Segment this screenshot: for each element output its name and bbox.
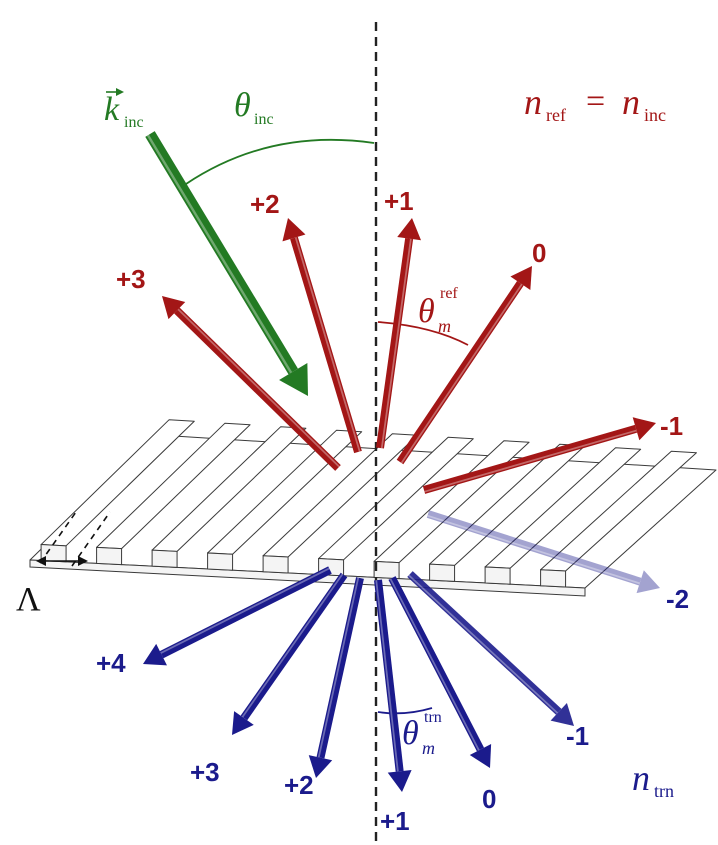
transmitted-order-label: -2 [666,584,689,614]
reflected-order-label: +3 [116,264,146,294]
reflected-order-arrow [282,218,362,454]
reflected-order-label: +2 [250,189,280,219]
transmitted-order-label: -1 [566,721,589,751]
reflected-order-label: -1 [660,411,683,441]
grating-ridge-face [151,549,178,568]
transmitted-theta-sub: m [422,738,435,758]
incident-wave [145,131,308,396]
n-ref-subscript: ref [546,105,566,125]
transmitted-order-arrow [143,566,332,666]
transmitted-angle-arc [377,707,433,715]
grating-period-label: Λ [16,581,41,618]
grating-period-marker: Λ [16,511,111,618]
grating-ridge-face [540,569,567,588]
incident-wavevector-label: k inc [104,88,144,131]
n-inc-symbol: n [622,82,640,122]
transmitted-order-label: +2 [284,770,314,800]
reflected-order-arrow [376,218,422,449]
transmitted-order-label: 0 [482,784,496,814]
grating-ridge-face [484,566,511,585]
transmitted-order-arrow [388,576,492,768]
grating-ridge-face [262,555,289,574]
n-trn-subscript: trn [654,781,674,801]
reflected-theta-sup: ref [440,285,458,302]
transmitted-order-arrow [308,577,364,778]
reflected-order-label: +1 [384,186,414,216]
reflected-order-label: 0 [532,238,546,268]
transmitted-order-arrow [232,572,348,735]
reflection-medium-label: n ref = n inc [524,82,666,125]
transmitted-order-arrow [426,510,660,594]
reflected-angle-arc [377,321,469,346]
reflected-order-arrow [422,417,656,494]
transmitted-order-arrow [374,579,412,792]
incident-wave-arrow [145,131,308,396]
grating-ridge-face [373,560,400,580]
n-inc-subscript: inc [644,105,666,125]
reflected-order-labels: +3 +2 +1 0 -1 [116,186,683,441]
grating-ridge-face [96,546,123,566]
reflected-orders [162,218,656,494]
transmitted-angle-label: θ m trn [402,709,442,758]
transmitted-order-label: +1 [380,806,410,836]
grating-ridges [40,419,697,588]
reflected-theta-sub: m [438,316,451,336]
transmitted-theta-sup: trn [424,709,442,726]
transmission-medium-label: n trn [632,758,674,801]
incident-angle-label: θ inc [234,87,274,128]
reflected-angle-label: θ m ref [418,285,458,336]
n-trn-symbol: n [632,758,650,798]
n-ref-symbol: n [524,82,542,122]
incident-theta-subscript: inc [254,111,274,128]
transmitted-order-label: +3 [190,757,220,787]
grating [29,419,717,597]
transmitted-order-labels: +4 +3 +2 +1 0 -1 -2 [96,584,689,836]
transmitted-order-label: +4 [96,648,126,678]
reflected-order-arrow [162,296,341,471]
transmitted-order-arrow [407,571,574,726]
incident-angle-arc [185,138,375,185]
transmitted-orders [143,510,660,792]
reflected-theta-symbol: θ [418,293,435,330]
grating-ridge-face [429,563,456,582]
incident-theta-symbol: θ [234,87,251,124]
reflected-order-arrow [396,266,532,465]
grating-ridge-face [207,552,234,571]
equals-sign: = [586,83,605,120]
transmitted-theta-symbol: θ [402,715,419,752]
incident-k-symbol: k [104,91,120,128]
incident-k-subscript: inc [124,114,144,131]
